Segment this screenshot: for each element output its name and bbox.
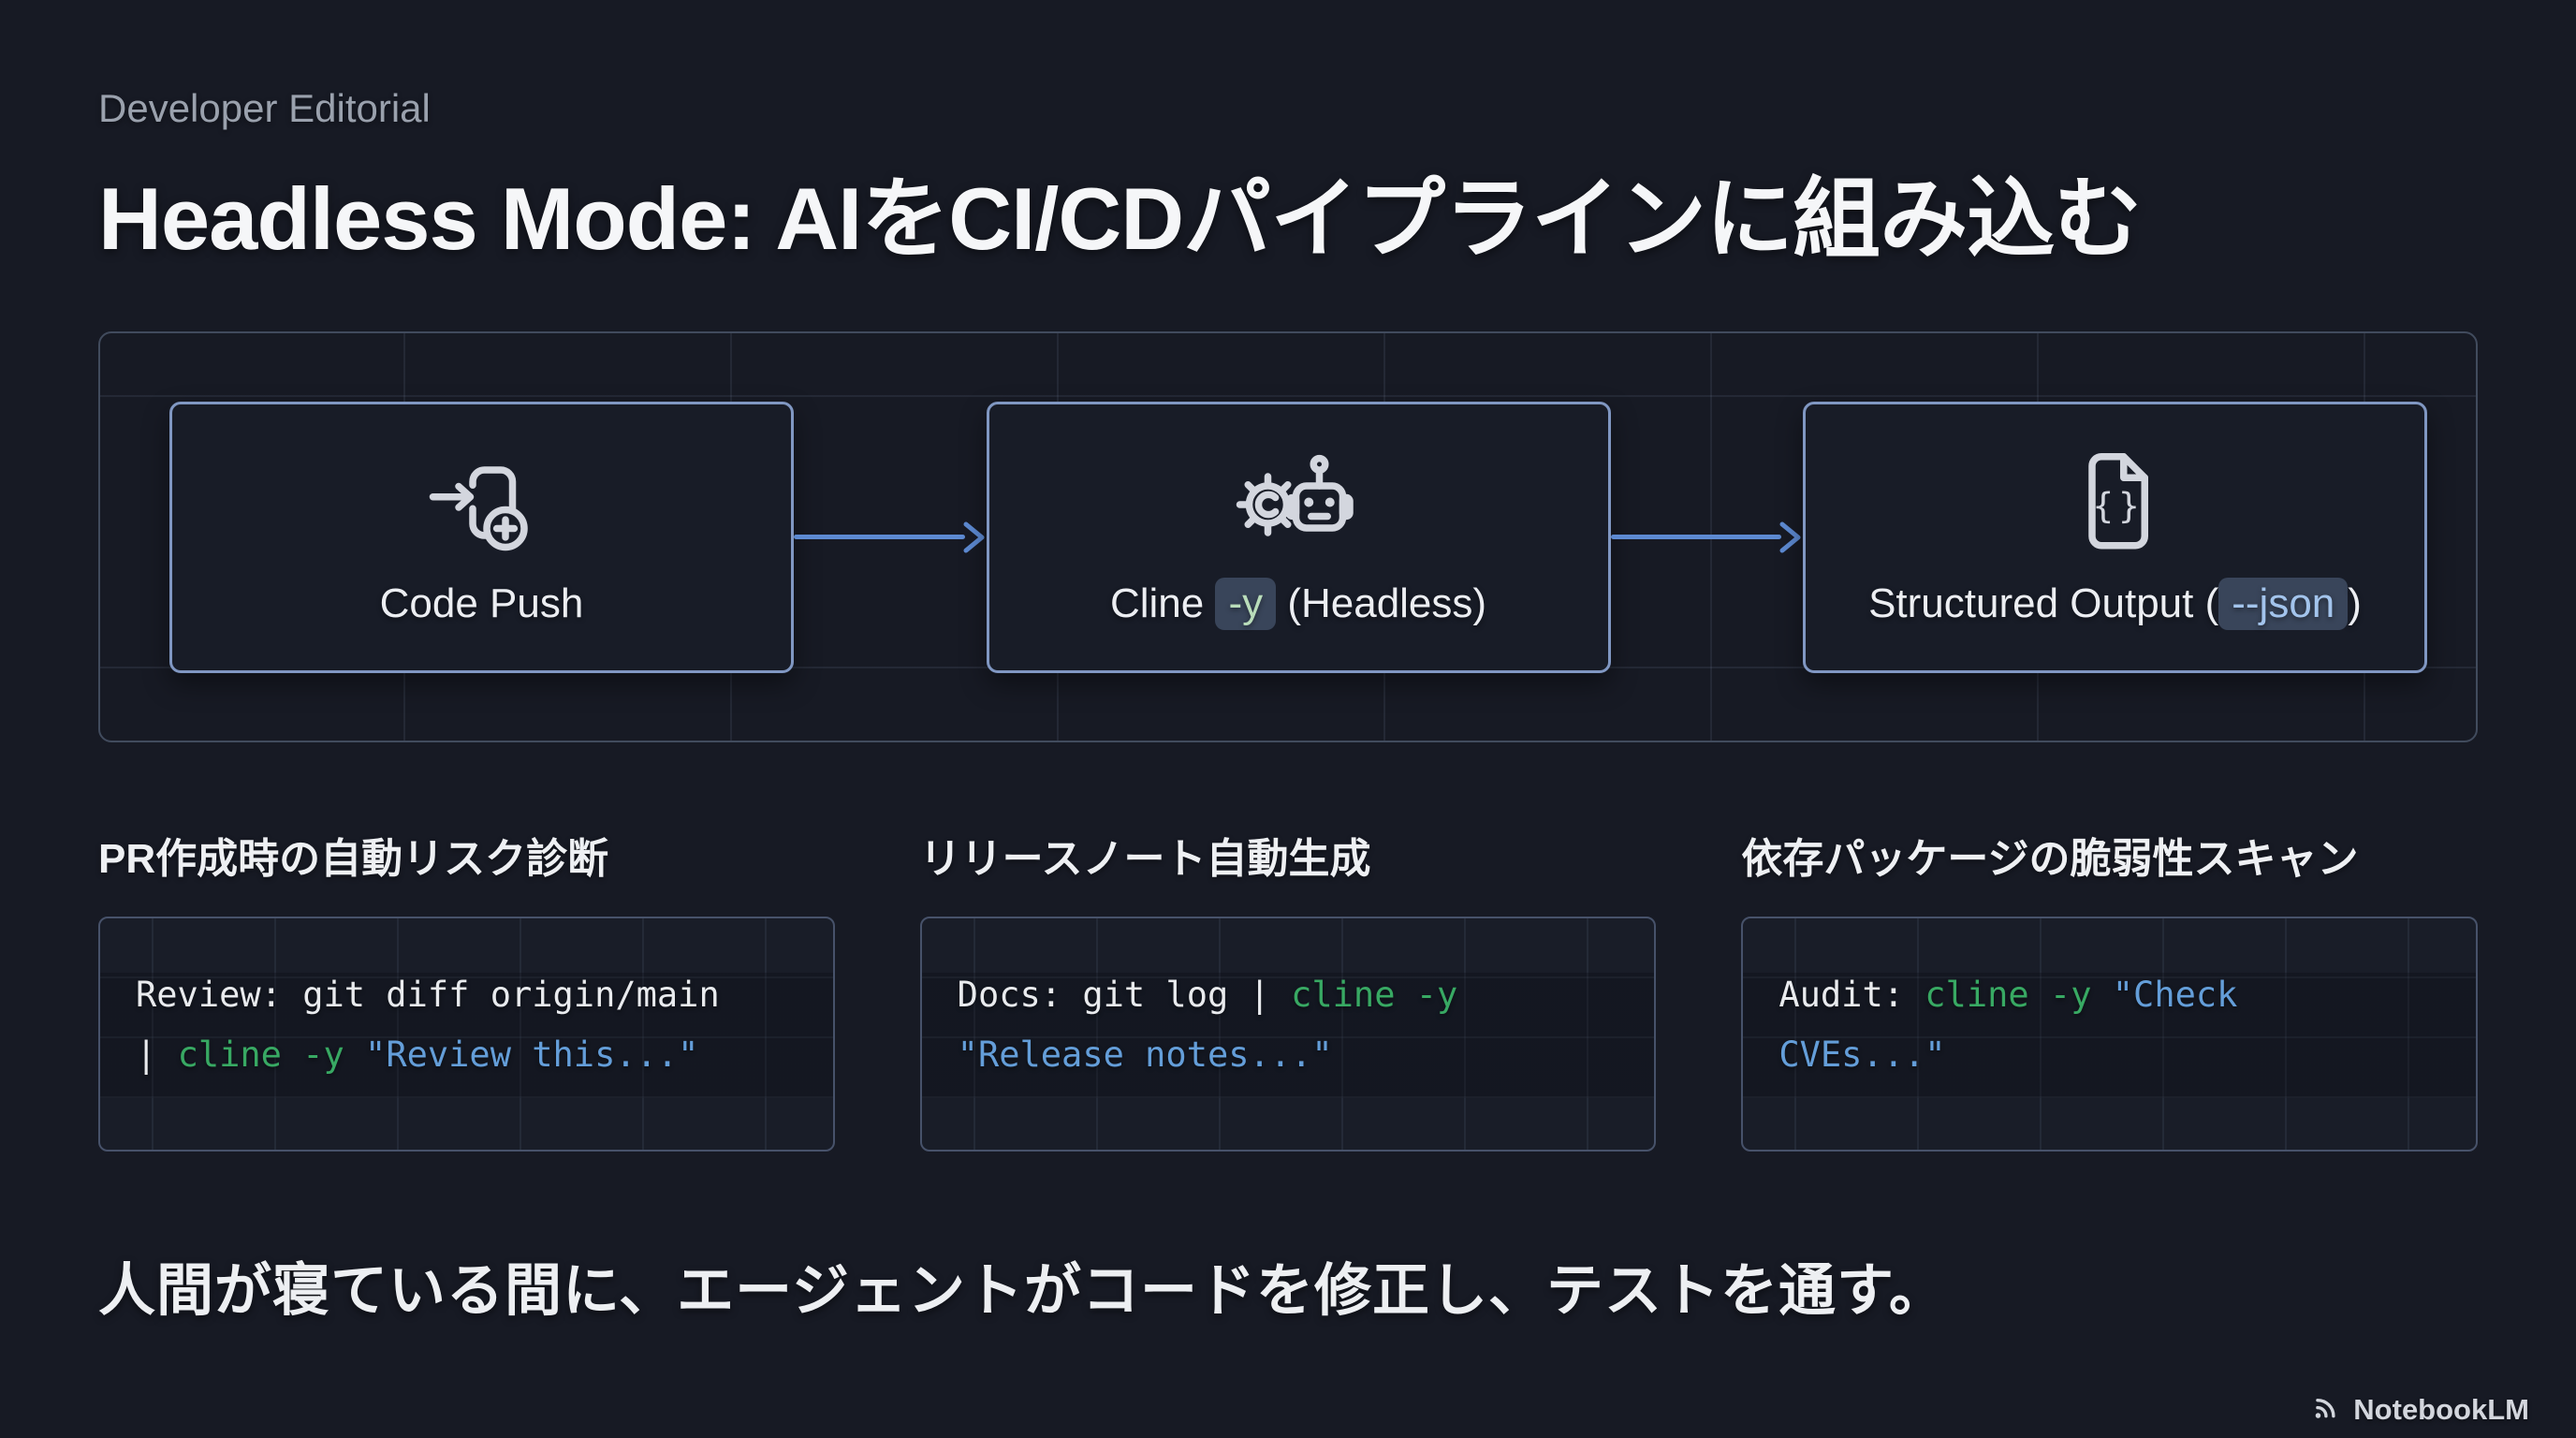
card-heading: 依存パッケージの脆弱性スキャン [1741, 836, 2359, 882]
svg-text:{}: {} [2092, 485, 2144, 526]
code-snippet-card: Audit: cline -y "Check CVEs..." [1741, 917, 2479, 1152]
flow-arrow-1 [794, 520, 987, 555]
page-title: Headless Mode: AIをCI/CDパイプラインに組み込む [98, 169, 2142, 268]
flow-arrow-2 [1610, 520, 1804, 555]
gear-robot-icon [1228, 444, 1368, 561]
card-column-risk-review: PR作成時の自動リスク診断 Review: git diff origin/ma… [98, 825, 835, 1152]
card-heading: リリースノート自動生成 [919, 836, 1371, 882]
json-file-icon: {} [2045, 444, 2186, 561]
summary-text: 人間が寝ている間に、エージェントがコードを修正し、テストを通す。 [98, 1258, 1947, 1322]
notebooklm-logo-icon [2310, 1389, 2344, 1431]
code-snippet-card: Review: git diff origin/main | cline -y … [98, 917, 835, 1152]
code-line: CVEs..." [1778, 1034, 1946, 1075]
card-heading: PR作成時の自動リスク診断 [98, 836, 609, 882]
flow-diagram: Code Push [98, 331, 2478, 742]
card-column-release-notes: リリースノート自動生成 Docs: git log | cline -y "Re… [919, 825, 1657, 1152]
flow-node-structured-output: {} Structured Output ( --json ) [1803, 401, 2427, 673]
watermark-label: NotebookLM [2353, 1393, 2529, 1426]
flow-node-label: Code Push [379, 580, 584, 626]
code-line: Docs: git log | cline -y [957, 975, 1458, 1015]
code-line: Audit: cline -y "Check [1778, 975, 2238, 1015]
flow-node-label: Structured Output ( --json ) [1868, 578, 2362, 630]
code-line: | cline -y "Review this..." [136, 1034, 699, 1075]
flow-node-code-push: Code Push [169, 401, 794, 673]
right-arrow-icon [1778, 520, 1803, 555]
code-snippet-card: Docs: git log | cline -y "Release notes.… [919, 917, 1657, 1152]
code-line: "Release notes..." [957, 1034, 1333, 1075]
use-case-cards: PR作成時の自動リスク診断 Review: git diff origin/ma… [98, 825, 2479, 1152]
flag-chip-y: -y [1215, 578, 1277, 630]
code-push-icon [412, 447, 552, 564]
watermark: NotebookLM [2310, 1389, 2529, 1431]
card-column-vulnerability-scan: 依存パッケージの脆弱性スキャン Audit: cline -y "Check C… [1741, 825, 2479, 1152]
right-arrow-icon [962, 520, 987, 555]
flag-chip-json: --json [2218, 578, 2349, 630]
code-line: Review: git diff origin/main [136, 975, 720, 1015]
flow-node-label: Cline -y (Headless) [1110, 578, 1486, 630]
eyebrow-label: Developer Editorial [98, 86, 431, 130]
flow-node-cline-headless: Cline -y (Headless) [986, 401, 1611, 673]
